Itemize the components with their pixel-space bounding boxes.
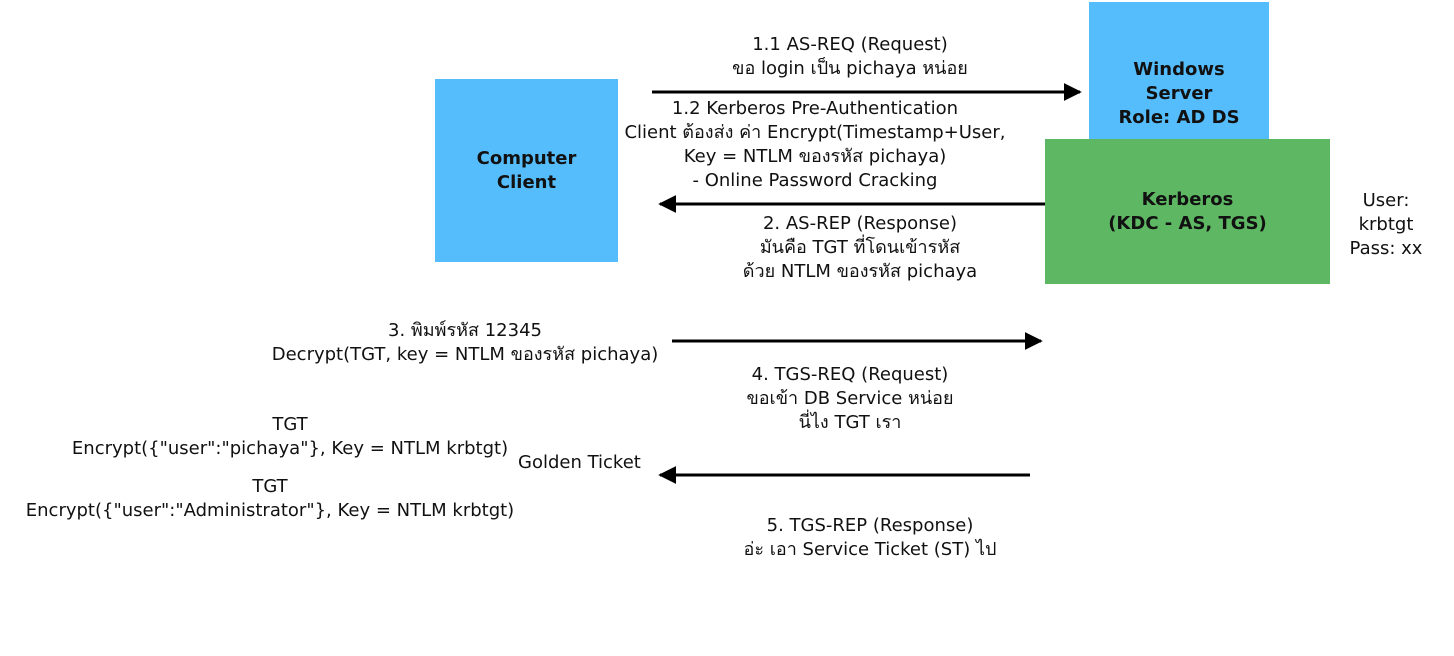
step-as-rep-label: 2. AS-REP (Response) มันคือ TGT ที่โดนเข… [742,213,978,282]
computer-client-box: Computer Client [435,79,618,262]
computer-client-label: Computer Client [476,147,577,193]
golden-ticket-label: Golden Ticket [518,452,641,473]
tgt-original: TGT Encrypt({"user":"pichaya"}, Key = NT… [0,413,580,461]
tgt-original-title: TGT [272,414,308,435]
step-tgs-rep-label: 5. TGS-REP (Response) อ่ะ เอา Service Ti… [743,515,997,560]
step-pre-auth-label: 1.2 Kerberos Pre-Authentication Client ต… [624,98,1006,191]
tgt-forged-title: TGT [252,476,288,497]
tgt-forged-value: Encrypt({"user":"Administrator"}, Key = … [25,500,515,521]
tgt-forged: TGT Encrypt({"user":"Administrator"}, Ke… [0,475,540,523]
step-tgs-req-label: 4. TGS-REQ (Request) ขอเข้า DB Service ห… [746,364,954,433]
windows-server-label: Windows Server Role: AD DS [1118,59,1240,128]
kerberos-kdc-label: Kerberos (KDC - AS, TGS) [1108,188,1267,234]
kerberos-kdc-box: Kerberos (KDC - AS, TGS) [1045,139,1330,284]
tgt-original-value: Encrypt({"user":"pichaya"}, Key = NTLM k… [71,438,509,459]
step-as-req-label: 1.1 AS-REQ (Request) ขอ login เป็น picha… [732,34,968,79]
step-password-label: 3. พิมพ์รหัส 12345 Decrypt(TGT, key = NT… [271,320,659,365]
kdc-account-note: User: krbtgt Pass: xx [1349,190,1423,259]
